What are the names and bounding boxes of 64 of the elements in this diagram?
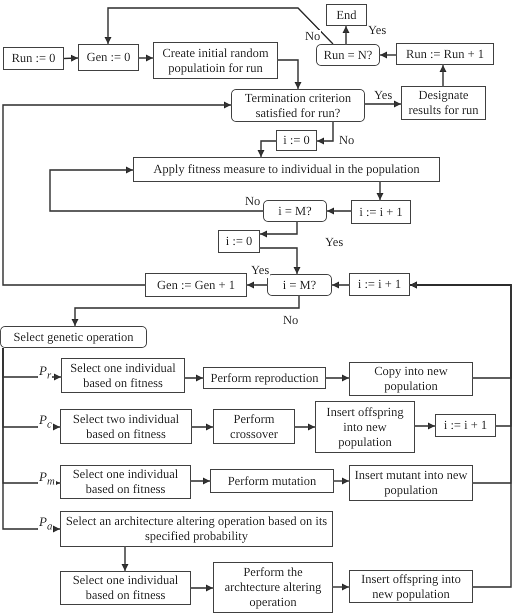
arrow: [295, 424, 315, 430]
arrow: [365, 100, 401, 108]
process-box: i := 0: [276, 130, 317, 151]
arrow: [104, 7, 334, 44]
process-box: Insert offspring into new population: [315, 401, 415, 453]
process-box: Perform mutation: [210, 469, 334, 493]
arrow: [410, 282, 512, 588]
decision-box: Termination criterion satisfied for run?: [231, 89, 365, 122]
arrow: [278, 59, 302, 89]
arrow: [332, 282, 349, 288]
probability-label: P$_{m}$: [38, 470, 56, 488]
process-box: Gen := 0: [78, 44, 139, 71]
process-box: i := 0: [218, 230, 260, 253]
process-box: Select an architecture altering operation based on its specified probability: [60, 511, 333, 547]
process-box: Apply fitness measure to individual in the population: [133, 157, 440, 182]
edge-label: Yes: [250, 264, 270, 278]
arrow: [334, 478, 349, 484]
process-box: Insert offspring into new population: [349, 570, 473, 603]
decision-box: Select genetic operation: [0, 326, 147, 348]
process-box: Perform crossover: [213, 409, 295, 444]
arrow: [64, 54, 78, 62]
process-box: Designate results for run: [401, 86, 486, 120]
arrow: [258, 140, 276, 157]
process-box: Copy into new population: [349, 362, 473, 396]
process-box: i := i + 1: [351, 200, 411, 224]
arrow: [72, 296, 300, 326]
process-box: i := i + 1: [435, 414, 496, 437]
arrow: [191, 584, 213, 592]
arrow: [49, 166, 263, 212]
arrow: [333, 584, 349, 590]
arrow: [260, 247, 300, 274]
arrow: [192, 424, 213, 430]
arrow: [260, 222, 298, 238]
arrow: [191, 478, 210, 484]
arrow: [185, 374, 203, 382]
arrow: [327, 208, 351, 214]
arrow: [342, 26, 350, 44]
process-box: Perform reproduction: [203, 367, 326, 389]
process-box: Run := 0: [3, 47, 64, 70]
process-box: Gen := Gen + 1: [145, 273, 247, 297]
arrow: [326, 374, 349, 382]
arrow: [376, 182, 384, 200]
process-box: Select two individual based on fitness: [60, 409, 192, 444]
process-box: Select one individual based on fitness: [60, 571, 191, 605]
process-box: Perform the archtecture altering operation: [213, 562, 333, 613]
arrow: [2, 348, 60, 532]
arrow: [440, 65, 446, 86]
process-box: i := i + 1: [349, 273, 410, 296]
arrow: [139, 54, 153, 62]
arrow: [122, 547, 128, 571]
decision-box: i = M?: [267, 274, 332, 296]
process-box: Run := Run + 1: [396, 43, 494, 65]
arrow: [415, 422, 435, 430]
arrow: [2, 102, 231, 286]
process-box: End: [326, 4, 367, 26]
arrow: [247, 282, 267, 288]
arrow: [380, 52, 396, 58]
decision-box: Run = N?: [316, 44, 380, 66]
process-box: Create initial random populatioin for run: [153, 42, 278, 79]
process-box: Select one individual based on fitness: [60, 465, 191, 499]
arrow: [317, 122, 334, 144]
process-box: Select one individual based on fitness: [61, 358, 185, 393]
decision-box: i = M?: [263, 200, 327, 222]
process-box: Insert mutant into new population: [349, 465, 473, 501]
